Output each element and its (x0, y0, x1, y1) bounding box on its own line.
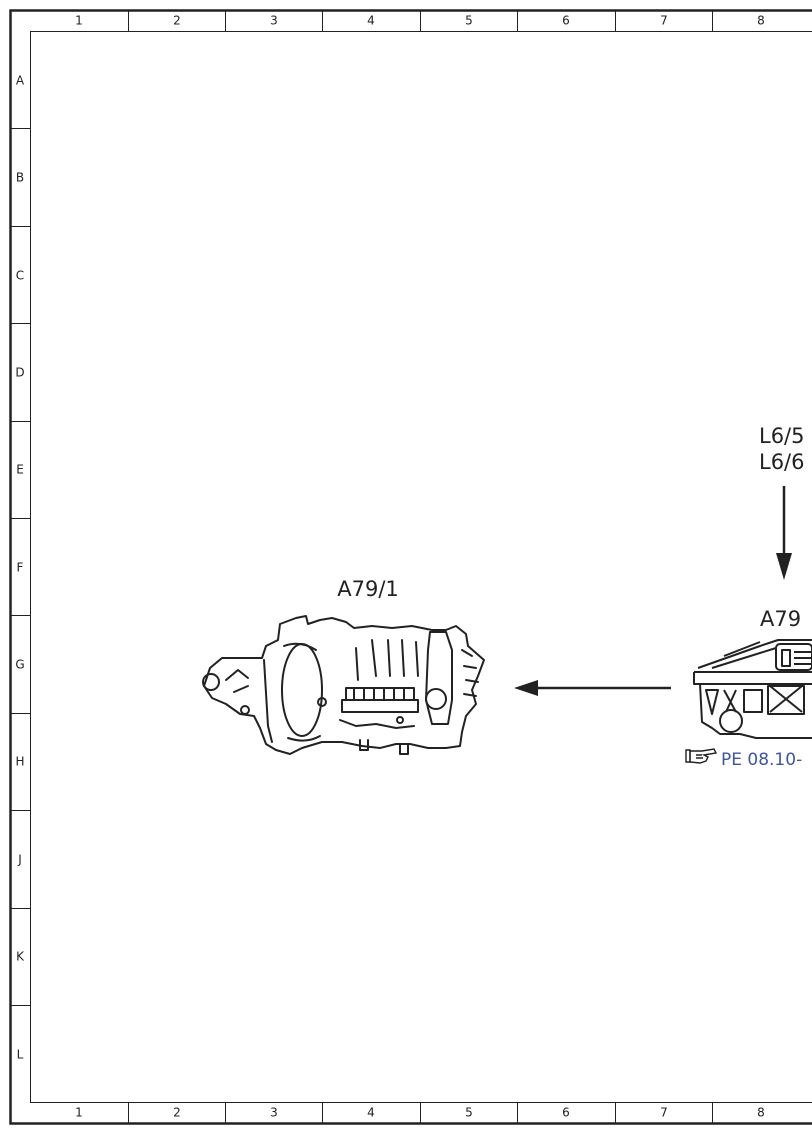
row-label: F (17, 561, 24, 575)
right-component-label: A79 (760, 607, 801, 631)
col-label-top: 1 (75, 14, 83, 28)
left-component-label: A79/1 (337, 577, 399, 601)
control-unit-illustration (693, 639, 812, 739)
col-label-top: 2 (173, 14, 181, 28)
row-label: L (17, 1048, 24, 1062)
pointing-hand-icon (685, 748, 718, 764)
row-label: B (16, 171, 24, 185)
row-label: E (16, 463, 24, 477)
col-label-top: 7 (660, 14, 668, 28)
row-label: J (17, 853, 22, 867)
col-label-bottom: 4 (367, 1106, 375, 1120)
column-labels-bottom: 1 2 3 4 5 6 7 8 (75, 1106, 765, 1120)
down-arrow (776, 486, 792, 580)
outer-frame (9, 9, 812, 1125)
col-label-top: 8 (757, 14, 765, 28)
row-label: K (16, 950, 25, 964)
reference-link[interactable]: PE 08.10- (721, 750, 802, 770)
col-label-bottom: 1 (75, 1106, 83, 1120)
col-label-top: 3 (270, 14, 278, 28)
col-label-bottom: 7 (660, 1106, 668, 1120)
col-label-top: 5 (465, 14, 473, 28)
col-label-bottom: 6 (562, 1106, 570, 1120)
col-label-bottom: 2 (173, 1106, 181, 1120)
left-arrow (514, 680, 671, 696)
row-label: A (16, 74, 25, 88)
col-label-bottom: 3 (270, 1106, 278, 1120)
col-label-top: 6 (562, 14, 570, 28)
inner-frame (30, 31, 812, 1103)
row-label: D (15, 366, 24, 380)
column-labels-top: 1 2 3 4 5 6 7 8 (75, 14, 765, 28)
row-label: G (15, 658, 24, 672)
column-dividers (128, 11, 713, 1123)
sensor-label-1: L6/5 (759, 424, 805, 448)
col-label-top: 4 (367, 14, 375, 28)
row-dividers (11, 128, 30, 1006)
col-label-bottom: 8 (757, 1106, 765, 1120)
row-label: H (15, 755, 24, 769)
sensor-label-2: L6/6 (759, 450, 805, 474)
transmission-illustration (202, 615, 485, 755)
col-label-bottom: 5 (465, 1106, 473, 1120)
row-label: C (16, 269, 24, 283)
row-labels: A B C D E F G H J K L (15, 74, 25, 1062)
